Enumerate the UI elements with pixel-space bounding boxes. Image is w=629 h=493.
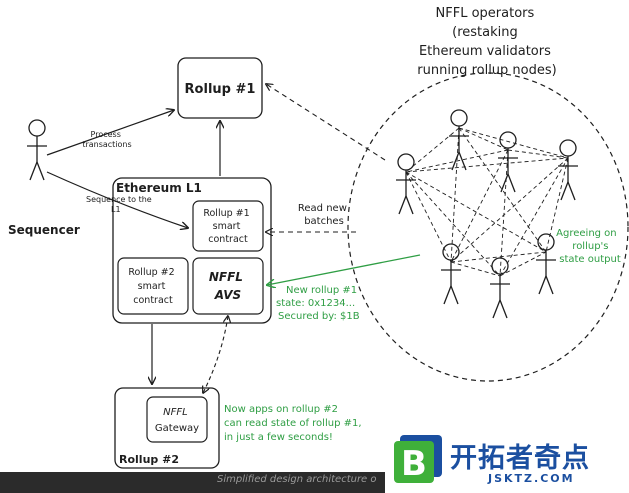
operators-title: NFFL operators (restaking Ethereum valid…	[417, 6, 556, 78]
operators-title-line: NFFL operators	[436, 6, 535, 21]
rollup2-contract-line: smart	[138, 281, 166, 292]
operator-figure	[440, 243, 462, 305]
rollup1-box	[177, 57, 263, 119]
apps-note-line: in just a few seconds!	[224, 432, 333, 443]
new-state-line: state: 0x1234...	[276, 298, 355, 309]
nffl-avs-label: NFFL AVS	[209, 270, 247, 302]
watermark-name: 开拓者奇点	[450, 443, 590, 474]
caption-bar	[0, 472, 385, 493]
process-tx-line: Process	[91, 130, 121, 139]
avs-gateway-dashed-arrow	[203, 316, 228, 393]
operator-network-links	[405, 127, 569, 277]
rollup2-contract-box	[117, 257, 189, 315]
rollup2-contract-line: Rollup #2	[128, 267, 174, 278]
agreeing-line: state output	[559, 254, 621, 265]
watermark-badge-letter: B	[401, 444, 427, 484]
operators-title-line: Ethereum validators	[419, 44, 551, 59]
state-to-avs-arrow	[267, 254, 421, 285]
rollup2-label: Rollup #2	[119, 453, 179, 466]
process-tx-label: Process transactions	[82, 130, 131, 149]
nffl-avs-box	[192, 257, 264, 315]
apps-note: Now apps on rollup #2 can read state of …	[224, 404, 365, 443]
rollup2-contract-label: Rollup #2 smart contract	[128, 267, 177, 306]
nffl-gateway-label: NFFL Gateway	[155, 407, 199, 434]
watermark-url: JSKTZ.COM	[488, 472, 575, 485]
operator-figure	[535, 233, 557, 295]
agreeing-line: rollup's	[572, 241, 608, 252]
rollup1-contract-line: contract	[208, 234, 248, 245]
sequence-l1-line: L1	[111, 205, 121, 214]
operator-figure	[489, 257, 511, 319]
nffl-gateway-box	[146, 396, 208, 443]
operators-title-line: running rollup nodes)	[417, 63, 556, 78]
agreeing-label: Agreeing on rollup's state output	[556, 228, 621, 265]
nffl-gateway-line: Gateway	[155, 423, 199, 434]
read-batches-label: Read new batches	[298, 203, 350, 227]
operator-figure	[497, 131, 519, 193]
rollup1-contract-line: Rollup #1	[203, 208, 249, 219]
ethereum-l1-box	[112, 177, 272, 324]
read-batches-line: batches	[304, 216, 344, 227]
nffl-avs-line: NFFL	[209, 270, 243, 284]
rollup1-label: Rollup #1	[185, 82, 256, 97]
new-state-line: New rollup #1	[286, 285, 357, 296]
sequence-l1-arrow	[46, 171, 188, 228]
apps-note-line: can read state of rollup #1,	[224, 418, 362, 429]
sequence-l1-line: Sequence to the	[86, 195, 152, 204]
rollup1-contract-label: Rollup #1 smart contract	[203, 208, 252, 245]
operators-to-rollup1-dashed-arrow	[266, 84, 386, 161]
operators-title-line: (restaking	[452, 25, 518, 40]
new-state-label: New rollup #1 state: 0x1234... Secured b…	[276, 285, 360, 322]
sequence-l1-label: Sequence to the L1	[86, 195, 154, 214]
nffl-avs-line: AVS	[214, 288, 241, 302]
rollup1-contract-line: smart	[213, 221, 241, 232]
rollup1-contract-box	[192, 200, 264, 252]
rollup2-box	[114, 387, 220, 469]
ethereum-l1-label: Ethereum L1	[116, 181, 202, 195]
rollup2-contract-line: contract	[133, 295, 173, 306]
process-tx-line: transactions	[82, 140, 131, 149]
new-state-line: Secured by: $1B	[278, 311, 360, 322]
apps-note-line: Now apps on rollup #2	[224, 404, 338, 415]
sequencer-label: Sequencer	[8, 223, 80, 237]
figure-caption: Simplified design architecture o	[217, 474, 377, 485]
read-batches-line: Read new	[298, 203, 347, 214]
watermark-logo: B	[394, 435, 442, 484]
agreeing-line: Agreeing on	[556, 228, 616, 239]
operator-figure	[395, 153, 417, 215]
sequencer-figure	[26, 119, 48, 181]
operators-circle	[347, 72, 629, 382]
nffl-gateway-line: NFFL	[163, 407, 188, 418]
process-tx-arrow	[46, 110, 174, 156]
